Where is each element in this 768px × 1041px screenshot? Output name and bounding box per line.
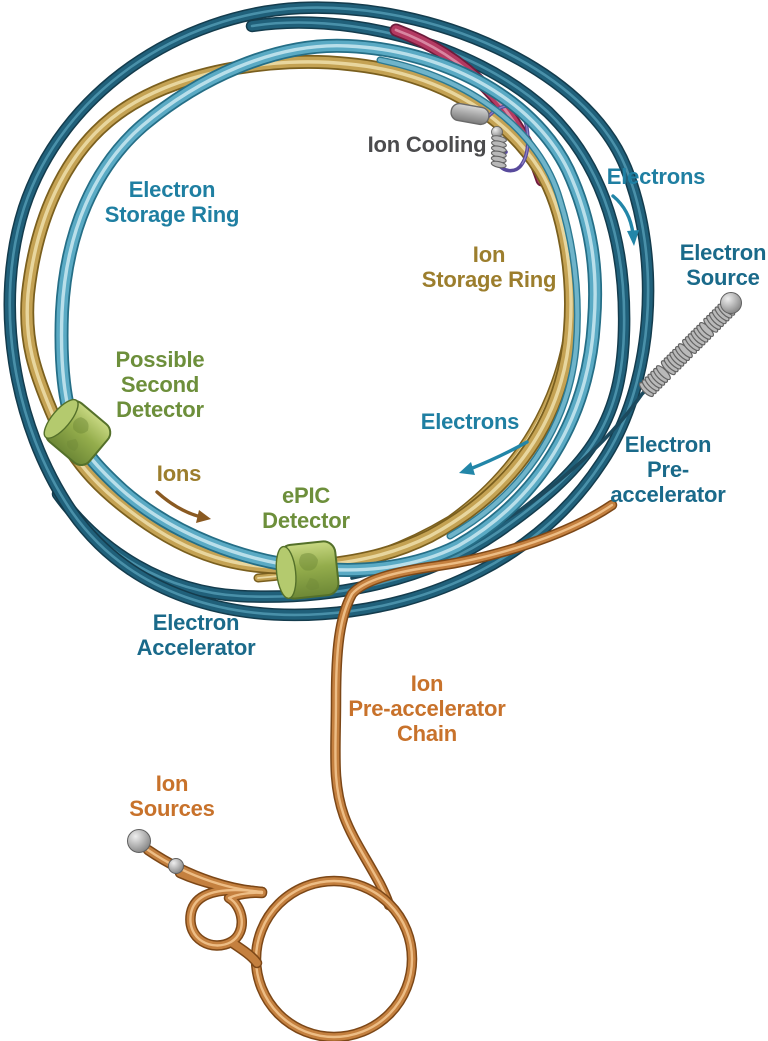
ion-source-ball-large-icon xyxy=(127,829,151,853)
label-ion-pre-accelerator-chain: Ion Pre-accelerator Chain xyxy=(348,671,506,746)
label-epic-detector: ePIC Detector xyxy=(262,483,350,533)
label-ion-storage-ring: Ion Storage Ring xyxy=(421,242,557,292)
epic-detector-cylinder xyxy=(275,540,340,600)
possible-second-detector-cylinder xyxy=(43,398,112,467)
label-ions: Ions xyxy=(156,461,202,486)
electrons-flow-arrow-top xyxy=(611,194,639,246)
label-ion-sources: Ion Sources xyxy=(129,771,215,821)
label-electron-pre-accelerator: Electron Pre-accelerator xyxy=(610,432,726,507)
electron-source-device xyxy=(636,292,742,400)
label-electrons-top: Electrons xyxy=(606,164,706,189)
label-electron-accelerator: Electron Accelerator xyxy=(136,610,256,660)
label-electron-storage-ring: Electron Storage Ring xyxy=(104,177,240,227)
ion-cooling-coil-icon xyxy=(490,135,507,169)
label-electron-source: Electron Source xyxy=(679,240,767,290)
label-possible-second-detector: Possible Second Detector xyxy=(115,347,205,422)
ion-cooling-cylinder-icon xyxy=(450,102,490,126)
electron-source-ball-icon xyxy=(720,292,742,314)
label-ion-cooling: Ion Cooling xyxy=(367,132,487,157)
ion-source-ball-small-icon xyxy=(168,858,184,874)
ions-flow-arrow xyxy=(155,490,211,523)
ion-cooling-device xyxy=(450,102,507,169)
ion-pre-accelerator-chain-tube xyxy=(148,505,612,1041)
label-electrons-mid: Electrons xyxy=(420,409,520,434)
electrons-flow-arrow-mid xyxy=(459,440,529,475)
